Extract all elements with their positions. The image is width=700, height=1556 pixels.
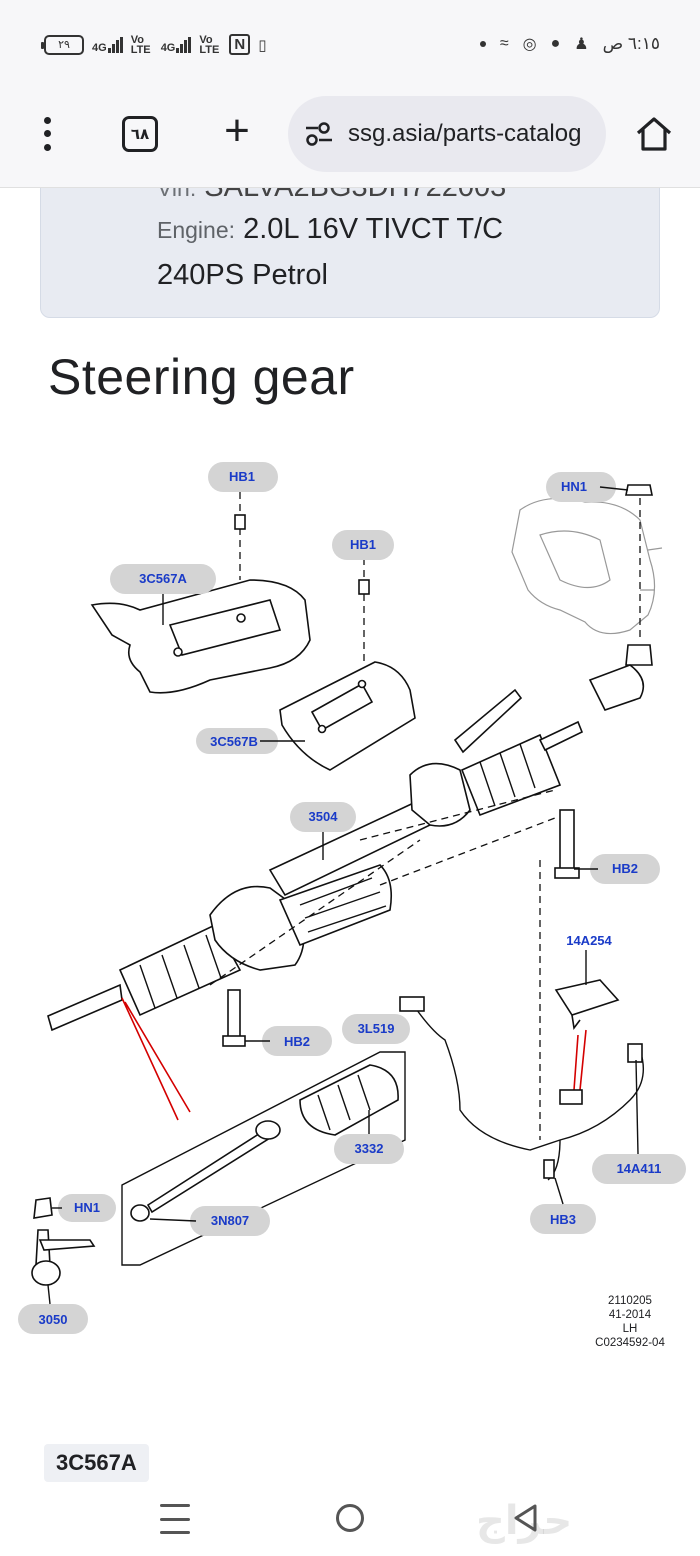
bolt-hb1-mid [358,558,370,665]
engine-label: Engine: [157,217,236,243]
callout-14a411[interactable]: 14A411 [592,1154,686,1184]
callout-hn1-top[interactable]: HN1 [546,472,616,502]
notification-dot-icon [479,41,486,47]
wiring-harness-14a411 [399,996,644,1181]
subframe-illustration [511,497,663,635]
callout-hb2-right[interactable]: HB2 [590,854,660,884]
engine-value-continued: 240PS Petrol [157,259,328,291]
nfc-icon: N [229,34,251,55]
reference-line: 2110205 [608,1295,652,1307]
status-bar: ٢٩ 4G Vo LTE 4G Vo LTE N ▯ ≈ ◎ ● ♟ ٦:١٥ … [0,0,700,90]
more-vert-icon[interactable] [30,114,64,154]
callout-3050[interactable]: 3050 [18,1304,88,1334]
bolt-hb2-right [554,809,580,879]
parts-diagram: HB1 HB1 HN1 3C567A 3C567B 3504 HB2 14A25… [18,462,686,1334]
battery-icon: ٢٩ [41,34,84,55]
callout-3l519[interactable]: 3L519 [342,1014,410,1044]
back-triangle-icon[interactable] [510,1502,540,1534]
callout-3c567a[interactable]: 3C567A [110,564,216,594]
url-text[interactable]: ssg.asia/parts-catalog [348,120,582,147]
callout-3c567b[interactable]: 3C567B [196,728,278,754]
svg-text:3332: 3332 [355,1141,384,1156]
svg-text:3504: 3504 [309,809,339,824]
volte-icon: Vo LTE [199,33,220,56]
callout-hb1-mid[interactable]: HB1 [332,530,394,560]
home-icon[interactable] [632,112,676,156]
system-nav-bar: حراج [0,1490,700,1556]
heat-shield-lower [279,661,416,771]
svg-text:HB3: HB3 [550,1212,576,1227]
tie-rod-end-left [31,1197,96,1286]
svg-text:3050: 3050 [39,1312,68,1327]
address-bar[interactable]: ssg.asia/parts-catalog [288,96,606,172]
svg-text:HB2: HB2 [612,861,638,876]
engine-value: 2.0L 16V TIVCT T/C [243,213,504,245]
callout-hb2-bottom[interactable]: HB2 [262,1026,332,1056]
watermark: حراج [476,1499,573,1543]
ghost-icon: ♟ [574,36,589,53]
app-notification-icon: ≈ [499,35,509,52]
svg-text:HB2: HB2 [284,1034,310,1049]
tab-switcher-icon[interactable]: ٦٨ [122,116,158,152]
red-pointer-lines-2 [573,1029,587,1091]
steering-rack-assembly [47,688,584,1032]
clock-time: ٦:١٥ ص [602,34,660,53]
svg-text:HN1: HN1 [74,1200,100,1215]
heat-shield-upper [90,579,311,694]
bolt-hb2-bottom [222,989,246,1047]
bracket-14a254 [554,979,620,1031]
bolt-hb1-top [234,492,246,580]
red-pointer-lines [121,997,191,1121]
app-notification-icon: ◎ [522,36,537,53]
signal-icon: 4G [92,36,123,53]
engine-row: Engine: 2.0L 16V TIVCT T/C [157,213,503,246]
callout-hn1-bottom[interactable]: HN1 [58,1194,116,1222]
svg-text:HN1: HN1 [561,479,587,494]
kit-box-3l519 [121,1051,406,1266]
status-left: ٢٩ 4G Vo LTE 4G Vo LTE N ▯ [41,33,267,56]
svg-text:HB1: HB1 [350,537,376,552]
svg-text:3C567B: 3C567B [210,734,258,749]
reference-line: 41-2014 [608,1309,652,1321]
svg-text:14A254: 14A254 [566,933,612,948]
nut-hn1-top [625,484,653,640]
callout-3n807[interactable]: 3N807 [190,1206,270,1236]
status-right: ≈ ◎ ● ♟ ٦:١٥ ص [479,34,660,54]
tie-rod-end-right [588,644,653,711]
recents-icon[interactable] [160,1504,190,1534]
svg-text:3L519: 3L519 [358,1021,395,1036]
svg-text:3C567A: 3C567A [139,571,187,586]
callout-14a254[interactable]: 14A254 [550,926,628,950]
browser-toolbar: ٦٨ + ssg.asia/parts-catalog [0,90,700,188]
svg-text:14A411: 14A411 [617,1161,662,1176]
plus-icon[interactable]: + [224,106,250,155]
selected-part-chip[interactable]: 3C567A [44,1444,149,1482]
diagram-reference: 2110205 41-2014 LH C0234592-04 [560,1294,700,1350]
volte-icon: Vo LTE [130,33,151,56]
svg-text:3N807: 3N807 [211,1213,249,1228]
callout-3504[interactable]: 3504 [290,802,356,832]
callout-hb1-top[interactable]: HB1 [208,462,278,492]
callout-hb3[interactable]: HB3 [530,1204,596,1234]
svg-text:HB1: HB1 [229,469,255,484]
reference-line: LH [622,1323,638,1335]
reference-line: C0234592-04 [595,1337,665,1349]
vibrate-icon: ▯ [258,36,267,54]
circle-home-icon[interactable] [336,1504,364,1532]
callout-3332[interactable]: 3332 [334,1134,404,1164]
chat-icon: ● [550,35,561,52]
signal-icon: 4G [161,36,192,53]
tune-icon[interactable] [304,121,334,147]
page-title: Steering gear [48,349,355,405]
